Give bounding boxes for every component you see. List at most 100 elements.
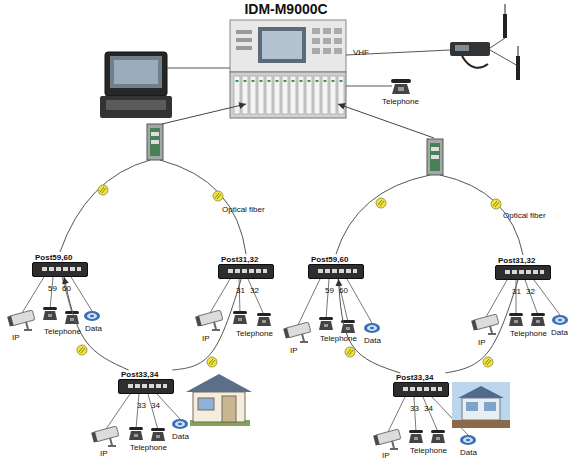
device-wire — [210, 279, 230, 313]
card-slot — [290, 76, 296, 114]
device-icons — [7, 307, 568, 450]
uplink-arrows — [162, 104, 434, 138]
telephone-icon — [431, 430, 445, 443]
switch-node: Post31,32 — [218, 255, 274, 279]
device-wire — [148, 394, 158, 430]
device-wire — [347, 279, 372, 323]
fiber-marker — [345, 347, 355, 357]
device-wire — [525, 280, 538, 315]
switch-node: Post59,60 — [308, 255, 364, 279]
device-label: Data — [551, 328, 568, 337]
fiber-marker — [98, 185, 108, 195]
telephone-icon — [43, 307, 57, 320]
device-label: Data — [460, 448, 477, 457]
post-label: Post31,32 — [218, 255, 274, 264]
telephone-icon — [531, 313, 545, 326]
post-label: Post31,32 — [495, 256, 551, 265]
device-wires — [22, 277, 560, 435]
telephone-icon — [151, 428, 165, 441]
post-label: Post33,34 — [393, 373, 449, 382]
port-number: 33 — [137, 401, 146, 410]
telephone-icon — [319, 317, 333, 330]
switch-node: Post59,60 — [32, 253, 88, 277]
port-number: 31 — [236, 286, 245, 295]
device-label: Telephone — [510, 329, 547, 338]
fiber-link — [445, 280, 518, 373]
data-icon — [84, 311, 100, 321]
device-wire — [50, 277, 53, 309]
ip-camera-icon — [373, 429, 401, 450]
telephone-icon — [257, 313, 271, 326]
card-slot — [258, 76, 264, 114]
fiber-ring-arcs — [60, 160, 523, 255]
card-slot — [274, 76, 280, 114]
ip-camera-icon — [283, 322, 311, 343]
post-label: Post59,60 — [308, 255, 364, 264]
port-number: 34 — [151, 401, 160, 410]
card-slot — [242, 76, 248, 114]
converter-illustration — [147, 124, 443, 175]
post-label: Post59,60 — [32, 253, 88, 262]
device-label: Data — [364, 336, 381, 345]
ip-camera-icon — [7, 310, 35, 331]
fiber-marker — [376, 198, 386, 208]
data-icon — [552, 315, 568, 325]
link-label: Optical fiber — [222, 205, 265, 214]
card-slot — [330, 76, 336, 114]
device-label: IP — [12, 333, 20, 342]
switch-box — [393, 382, 449, 397]
switch-box — [118, 379, 174, 394]
device-label: Data — [172, 432, 189, 441]
card-slot — [250, 76, 256, 114]
port-number: 60 — [339, 286, 348, 295]
device-wire — [62, 277, 72, 313]
telephone-illustration — [346, 79, 411, 94]
card-slot — [266, 76, 272, 114]
telephone-icon — [509, 313, 523, 326]
data-icon — [172, 419, 188, 429]
fiber-marker — [213, 191, 223, 201]
device-label: Data — [85, 324, 102, 333]
switch-box — [218, 264, 274, 279]
device-label: Telephone — [130, 443, 167, 452]
switch-node: Post33,34 — [118, 370, 174, 394]
device-label: IP — [478, 338, 486, 347]
device-label: IP — [382, 451, 390, 460]
ip-camera-icon — [195, 310, 223, 331]
device-wire — [157, 394, 180, 419]
device-label: IP — [100, 449, 108, 458]
device-label: Telephone — [320, 334, 357, 343]
device-wire — [388, 397, 405, 432]
data-icon — [460, 435, 476, 445]
device-wire — [136, 394, 139, 429]
post-label: Post33,34 — [118, 370, 174, 379]
fiber-marker — [483, 357, 493, 367]
device-label: Telephone — [44, 327, 81, 336]
card-slot — [298, 76, 304, 114]
device-wire — [298, 279, 320, 325]
card-slot — [338, 76, 344, 114]
device-wire — [248, 279, 264, 315]
device-wire — [534, 280, 560, 315]
port-number: 34 — [424, 404, 433, 413]
device-wire — [106, 394, 130, 429]
rack-illustration — [230, 20, 346, 118]
telephone-icon — [129, 427, 143, 440]
device-wire — [486, 280, 507, 317]
booth-illustrations — [186, 374, 510, 428]
ip-camera-icon — [91, 426, 119, 447]
device-label: Telephone — [236, 329, 273, 338]
device-label: IP — [290, 346, 298, 355]
console-illustration — [100, 52, 230, 118]
telephone-icon — [233, 311, 247, 324]
card-slots — [234, 76, 344, 114]
diagram-title: IDM-M9000C — [0, 1, 572, 17]
data-icon — [364, 323, 380, 333]
device-label: IP — [202, 334, 210, 343]
device-label: VHF — [353, 48, 369, 57]
radio-illustration — [346, 4, 520, 80]
card-slot — [306, 76, 312, 114]
telephone-icon — [65, 311, 79, 324]
